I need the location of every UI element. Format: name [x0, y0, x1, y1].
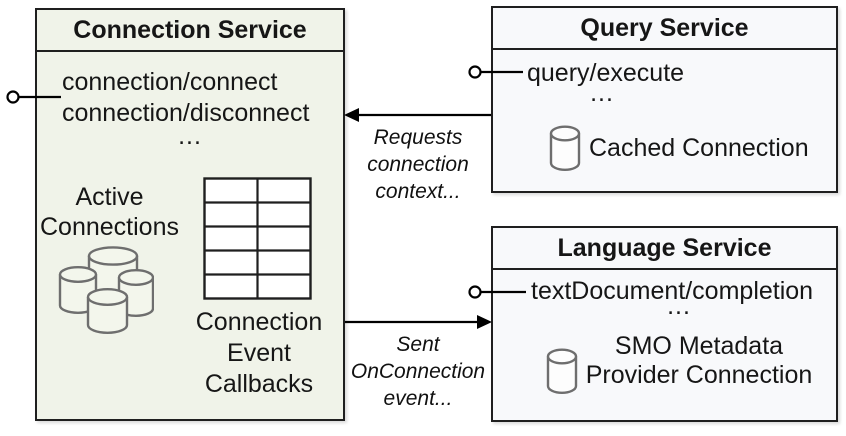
- smo-connection-database-icon: [546, 348, 578, 394]
- requests-connection-context-arrow: [344, 108, 491, 122]
- sent-arrow-label: Sent OnConnection event...: [350, 333, 486, 410]
- query-methods-ellipsis: ...: [590, 79, 614, 107]
- query-service-box: Query Service query/execute ... Cached C…: [491, 6, 838, 193]
- cached-connection-database-icon: [549, 125, 581, 171]
- language-service-title: Language Service: [493, 228, 836, 270]
- language-service-box: Language Service textDocument/completion…: [491, 226, 838, 422]
- connection-event-callbacks-label: Connection Event Callbacks: [195, 308, 323, 398]
- connection-service-title: Connection Service: [37, 10, 343, 52]
- smo-metadata-provider-label: SMO Metadata Provider Connection: [585, 332, 813, 389]
- connection-service-box: Connection Service connection/connect co…: [35, 8, 345, 421]
- active-connections-label: Active Connections: [40, 183, 179, 241]
- language-methods-ellipsis: ...: [667, 292, 691, 320]
- arrowhead-left-icon: [344, 108, 359, 122]
- arrowhead-right-icon: [477, 315, 492, 329]
- connection-service-methods: connection/connect connection/disconnect: [62, 68, 310, 127]
- cached-connection-label: Cached Connection: [589, 134, 809, 162]
- query-service-method: query/execute: [527, 59, 685, 87]
- sent-onconnection-event-arrow: [345, 315, 492, 329]
- database-cluster-icon: [58, 246, 154, 334]
- connection-methods-ellipsis: ...: [178, 122, 202, 150]
- requests-arrow-label: Requests connection context...: [367, 126, 469, 203]
- callbacks-table-icon: [203, 177, 312, 300]
- query-service-title: Query Service: [493, 8, 836, 50]
- language-service-method: textDocument/completion: [531, 277, 814, 305]
